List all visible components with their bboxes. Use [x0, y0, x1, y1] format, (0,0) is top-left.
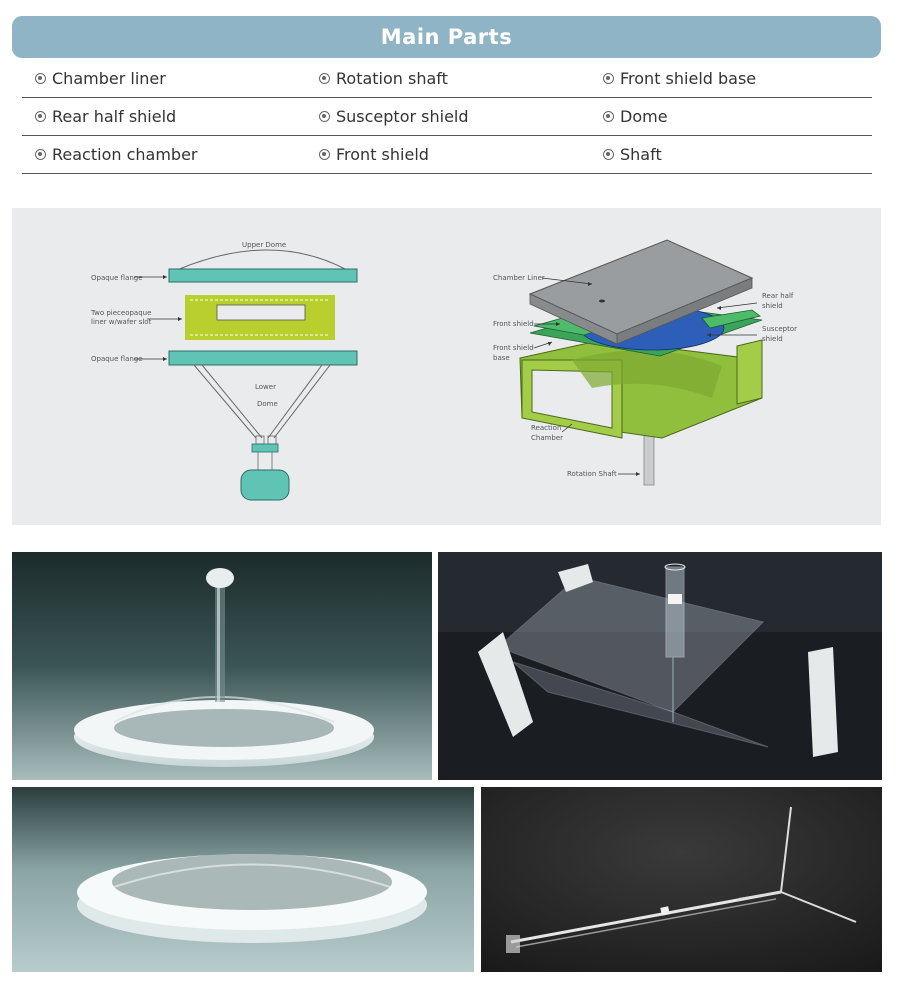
part-item: Front shield base [588, 69, 872, 88]
quartz-dome-stem-photo [12, 552, 432, 780]
main-parts-title: Main Parts [380, 25, 513, 49]
susceptor-shield-label-line1: Susceptor [762, 325, 797, 333]
part-item: Dome [588, 107, 872, 126]
front-shield-label: Front shield [493, 320, 534, 328]
part-item: Front shield [305, 145, 588, 164]
opaque-flange-bottom-label: Opaque flange [91, 355, 143, 363]
bulb-shape [240, 469, 290, 501]
chamber-diagrams: Upper Dome Opaque flange Two pieceopaque… [90, 239, 797, 501]
top-flange-shape [168, 268, 358, 283]
parts-row: Reaction chamber Front shield Shaft [22, 136, 872, 174]
bullet-icon [603, 111, 614, 122]
part-item: Rear half shield [22, 107, 305, 126]
liner-label-line1: Two pieceopaque [90, 309, 151, 317]
part-item: Shaft [588, 145, 872, 164]
part-label: Rear half shield [52, 107, 177, 126]
bullet-icon [319, 149, 330, 160]
part-label: Dome [620, 107, 668, 126]
front-shield-base-label-line2: base [493, 354, 510, 362]
parts-row: Rear half shield Susceptor shield Dome [22, 98, 872, 136]
liner-label-line2: liner w/wafer slot [91, 318, 152, 326]
part-label: Rotation shaft [336, 69, 448, 88]
upper-dome-label: Upper Dome [242, 241, 286, 249]
opaque-flange-top-label: Opaque flange [91, 274, 143, 282]
front-shield-base-label-line1: Front shield [493, 344, 534, 352]
part-label: Front shield base [620, 69, 757, 88]
part-item: Rotation shaft [305, 69, 588, 88]
exploded-chamber-diagram: Chamber Liner Rear half shield Front shi… [493, 239, 797, 486]
main-parts-header: Main Parts [12, 16, 881, 58]
part-item: Susceptor shield [305, 107, 588, 126]
bullet-icon [603, 73, 614, 84]
quartz-shaft-photo [481, 787, 882, 972]
quartz-chamber-photo [438, 552, 882, 780]
part-label: Susceptor shield [336, 107, 469, 126]
rear-half-shield-label-line1: Rear half [762, 292, 794, 300]
bullet-icon [603, 149, 614, 160]
dome-label: Dome [257, 400, 278, 408]
rear-half-shield-label-line2: shield [762, 302, 783, 310]
cross-section-diagram: Upper Dome Opaque flange Two pieceopaque… [90, 241, 358, 501]
part-label: Chamber liner [52, 69, 166, 88]
susceptor-shield-label-line2: shield [762, 335, 783, 343]
reaction-chamber-label-line2: Chamber [531, 434, 563, 442]
parts-row: Chamber liner Rotation shaft Front shiel… [22, 60, 872, 98]
part-label: Shaft [620, 145, 662, 164]
reaction-chamber-label-line1: Reaction [531, 424, 561, 432]
quartz-flat-dome-photo [12, 787, 474, 972]
part-label: Reaction chamber [52, 145, 198, 164]
diagram-panel: Upper Dome Opaque flange Two pieceopaque… [12, 208, 881, 525]
parts-list: Chamber liner Rotation shaft Front shiel… [22, 60, 872, 174]
bullet-icon [35, 73, 46, 84]
bottom-flange-shape [168, 350, 358, 366]
bullet-icon [35, 149, 46, 160]
bullet-icon [319, 73, 330, 84]
chamber-liner-label: Chamber Liner [493, 274, 545, 282]
rotation-shaft-label: Rotation Shaft [567, 470, 617, 478]
lower-label: Lower [255, 383, 276, 391]
bullet-icon [319, 111, 330, 122]
bullet-icon [35, 111, 46, 122]
part-label: Front shield [336, 145, 429, 164]
part-item: Reaction chamber [22, 145, 305, 164]
part-item: Chamber liner [22, 69, 305, 88]
